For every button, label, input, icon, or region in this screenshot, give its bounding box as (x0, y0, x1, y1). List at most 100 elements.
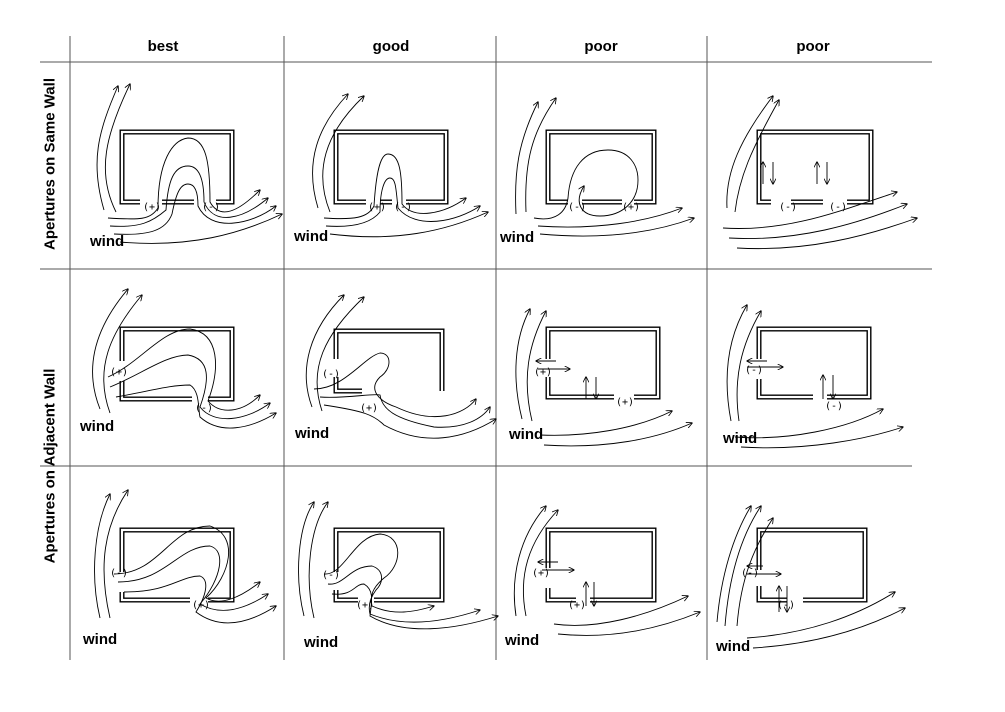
airflow-streamline (734, 409, 883, 439)
airflow-streamline (298, 502, 314, 617)
airflow-streamline (557, 612, 700, 636)
building-wall-core (546, 130, 656, 204)
pressure-label: (+) (360, 403, 378, 414)
airflow-streamline (734, 100, 779, 213)
diagram-cell-good: (-) (+) (305, 295, 496, 439)
pressure-label: (-) (825, 401, 843, 412)
diagram-cell-best: (-) (+) (94, 490, 276, 624)
diagram-cell-best: (+) (-) (96, 84, 282, 244)
building-wall (333, 527, 445, 603)
airflow-streamline (736, 218, 917, 250)
airflow-streamline (119, 214, 282, 244)
airflow-streamline (123, 575, 276, 624)
pressure-label: (-) (394, 202, 412, 213)
pressure-label: (+) (192, 600, 210, 611)
diagram-cell-good: (+) (-) (312, 94, 488, 238)
airflow-streamline (322, 96, 364, 213)
airflow-streamline (740, 427, 903, 449)
airflow-streamline (107, 137, 260, 220)
wind-label: wind (304, 634, 339, 651)
building-wall (119, 527, 235, 603)
building-wall (545, 377, 614, 400)
pressure-label: (+) (143, 202, 161, 213)
building-wall (545, 527, 657, 603)
column-header-4: poor (796, 38, 830, 55)
airflow-streamline (113, 183, 276, 235)
airflow-streamline (313, 352, 476, 418)
building-wall (545, 588, 576, 603)
airflow-streamline (513, 506, 546, 617)
airflow-streamline (539, 218, 694, 237)
airflow-streamline (107, 328, 260, 411)
building-wall-core (334, 590, 358, 602)
pressure-label: (+) (534, 367, 552, 378)
building-wall (756, 527, 868, 603)
pressure-label: (+) (532, 568, 550, 579)
building-wall-core (120, 381, 192, 401)
building-wall-core (546, 327, 660, 399)
airflow-streamline (722, 192, 897, 229)
diagram-cell-poor: (+) (+) (515, 309, 692, 447)
airflow-streamline (312, 94, 348, 209)
building-wall-core (334, 377, 362, 393)
building-wall (119, 592, 190, 603)
building-wall (545, 129, 657, 205)
airflow-streamline (526, 311, 546, 422)
airflow-streamline (305, 295, 344, 408)
airflow-streamline (96, 86, 118, 211)
airflow-streamline (329, 212, 488, 238)
pressure-label: (-) (777, 600, 795, 611)
column-header-2: good (372, 38, 410, 55)
pressure-label: (-) (829, 202, 847, 213)
airflow-streamline (539, 411, 672, 436)
airflow-streamline (726, 96, 773, 209)
building-wall (756, 379, 813, 400)
wind-label: wind (500, 229, 535, 246)
diagram-cell-poor: (-)(+) (515, 98, 694, 237)
diagram-cell-poor: (-)(-) (726, 305, 903, 449)
wind-label: wind (505, 632, 540, 649)
pressure-label: (+) (368, 202, 386, 213)
building-wall-core (757, 327, 871, 399)
building-wall-core (757, 586, 787, 602)
airflow-streamline (109, 165, 268, 227)
pressure-label: (-) (110, 568, 128, 579)
pressure-label: (-) (202, 202, 220, 213)
airflow-streamline (752, 608, 905, 649)
building-wall (333, 129, 449, 205)
airflow-streamline (109, 354, 270, 420)
pressure-label: (-) (322, 369, 340, 380)
building-wall-core (757, 528, 867, 602)
wind-label: wind (716, 638, 751, 655)
airflow-streamline (515, 102, 538, 215)
building-wall-core (546, 528, 656, 602)
airflow-streamline (323, 404, 496, 439)
airflow-streamline (522, 510, 558, 617)
pressure-label: (-) (779, 202, 797, 213)
airflow-streamline (533, 149, 639, 220)
airflow-streamline (319, 394, 490, 428)
building-wall-core (757, 130, 873, 204)
airflow-streamline (117, 545, 268, 611)
airflow-streamline (327, 565, 480, 623)
airflow-streamline (726, 305, 747, 422)
pressure-label: (+) (356, 600, 374, 611)
building-wall-core (334, 329, 444, 391)
building-wall (333, 590, 358, 603)
wind-label: wind (723, 430, 758, 447)
airflow-streamline (716, 506, 751, 623)
pressure-label: (+) (568, 600, 586, 611)
diagram-cell-poor: (-) (-) (722, 96, 917, 250)
airflow-streamline (94, 494, 110, 619)
wind-label: wind (509, 426, 544, 443)
airflow-streamline (537, 208, 682, 228)
wind-label: wind (90, 233, 125, 250)
column-header-3: poor (584, 38, 618, 55)
pressure-label: (+) (616, 397, 634, 408)
building-wall-core (120, 528, 234, 602)
pressure-label: (-) (195, 403, 213, 414)
building-wall (756, 326, 872, 400)
building-wall-core (757, 379, 813, 399)
